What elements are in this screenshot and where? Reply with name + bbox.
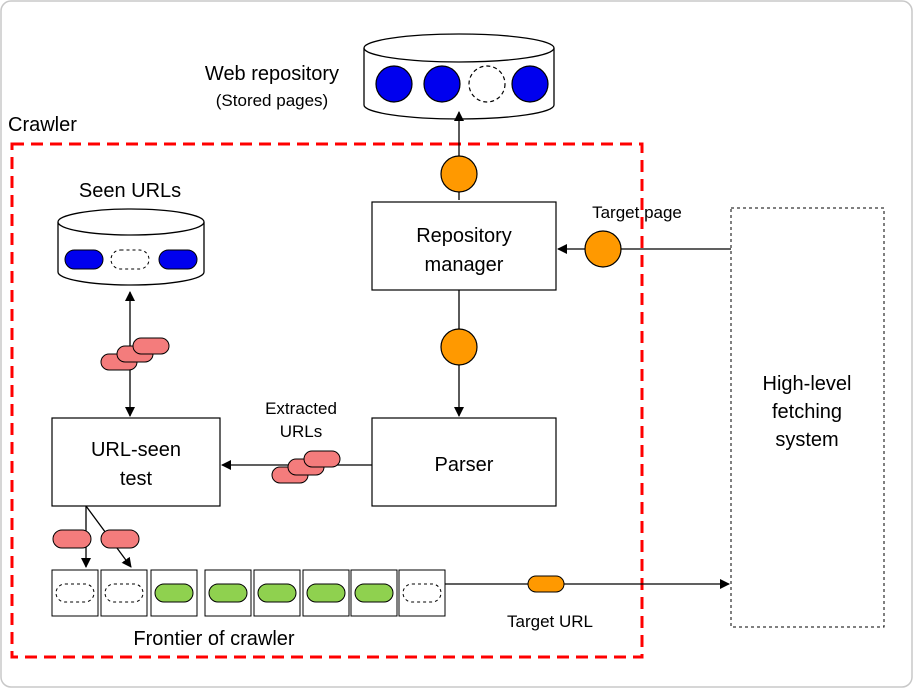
- stored-pages-label: (Stored pages): [216, 91, 328, 110]
- page-circle-icon: [584, 230, 622, 268]
- queued-url-icon: [306, 583, 346, 603]
- stored-page-icon: [375, 65, 413, 103]
- stored-page-icon: [423, 65, 461, 103]
- empty-page-slot-icon: [468, 65, 506, 103]
- parser-box: [371, 417, 557, 507]
- queued-url-icon: [208, 583, 248, 603]
- repository-manager-label-1: Repository: [416, 225, 512, 247]
- frontier-queue: [51, 569, 446, 617]
- empty-url-slot-icon: [402, 583, 442, 603]
- extracted-urls-icon: [271, 450, 341, 484]
- crawler-boundary: [10, 142, 644, 659]
- new-url-icon: [52, 529, 92, 549]
- high-level-fetching-system-box: [730, 207, 885, 628]
- page-circle-icon: [440, 328, 478, 366]
- target-url-label: Target URL: [507, 612, 593, 631]
- target-page-label: Target page: [592, 203, 682, 222]
- target-url-icon: [527, 575, 565, 593]
- web-repository-cylinder-icon: [363, 33, 555, 120]
- empty-url-slot-icon: [104, 583, 144, 603]
- repository-manager-label-2: manager: [425, 254, 504, 276]
- url-seen-test-box: [51, 417, 221, 507]
- queued-url-icon: [154, 583, 194, 603]
- empty-url-slot-icon: [55, 583, 95, 603]
- stored-page-icon: [511, 65, 549, 103]
- page-circle-icon: [440, 155, 478, 193]
- checked-urls-icon: [100, 337, 170, 371]
- parser-label: Parser: [435, 454, 494, 476]
- frontier-label: Frontier of crawler: [133, 628, 294, 650]
- new-url-icon: [100, 529, 140, 549]
- seen-url-icon: [64, 249, 104, 270]
- queued-url-icon: [257, 583, 297, 603]
- urls-label: URLs: [280, 422, 323, 441]
- high-level-label-1: High-level: [763, 373, 852, 395]
- high-level-label-2: fetching: [772, 401, 842, 423]
- seen-urls-label: Seen URLs: [79, 180, 181, 202]
- high-level-label-3: system: [775, 429, 838, 451]
- web-repository-label: Web repository: [205, 63, 339, 85]
- url-seen-test-label-2: test: [120, 468, 153, 490]
- url-seen-test-label-1: URL-seen: [91, 439, 181, 461]
- empty-url-slot-icon: [110, 249, 150, 270]
- seen-urls-cylinder-icon: [57, 208, 205, 286]
- queued-url-icon: [354, 583, 394, 603]
- seen-url-icon: [158, 249, 198, 270]
- crawler-label: Crawler: [8, 114, 77, 136]
- extracted-label: Extracted: [265, 399, 337, 418]
- repository-manager-box: [371, 201, 557, 291]
